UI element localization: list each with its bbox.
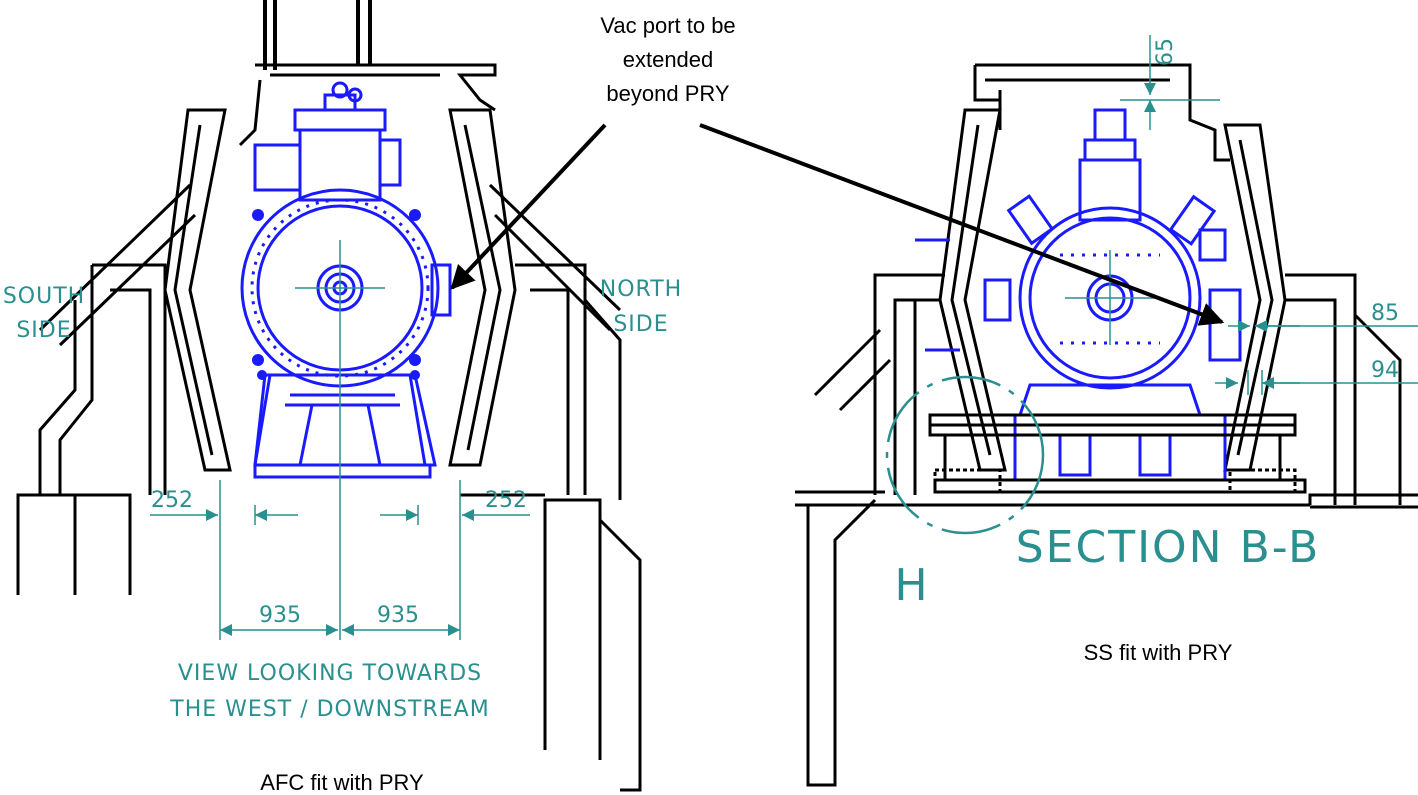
- right-yoke-top: [973, 63, 1230, 162]
- dim-top: 65: [1153, 38, 1178, 66]
- callout-arrows: [450, 123, 1225, 326]
- left-support-south: [16, 263, 167, 595]
- south-side-label-1: SOUTH: [3, 284, 85, 309]
- right-support-north: [1285, 273, 1402, 505]
- view-caption-line-2: THE WEST / DOWNSTREAM: [169, 697, 489, 722]
- dim-half-left: 935: [259, 603, 301, 628]
- left-dimensions: [150, 480, 530, 640]
- north-side-label-2: SIDE: [613, 312, 668, 337]
- afc-cryostat: [240, 81, 452, 479]
- right-yoke-north-plate: [1223, 123, 1287, 472]
- right-centerlines: [1065, 250, 1155, 345]
- left-yoke-north-plate: [448, 108, 517, 467]
- left-view: [16, 0, 642, 792]
- right-floor: [795, 490, 1418, 787]
- dim-mid: 85: [1371, 301, 1399, 326]
- afc-bolts: [252, 209, 421, 380]
- left-yoke-south-plate: [163, 108, 232, 472]
- afc-caption: AFC fit with PRY: [260, 770, 424, 795]
- south-side-label-2: SIDE: [16, 318, 71, 343]
- detail-circle-h: [885, 375, 1045, 535]
- detail-label: H: [894, 560, 929, 611]
- dim-low: 94: [1371, 358, 1399, 383]
- dim-gap-right: 252: [485, 488, 527, 513]
- left-top-rods: [263, 0, 372, 70]
- right-support-south: [813, 273, 945, 495]
- right-dimensions: [1120, 35, 1418, 395]
- view-caption-line-1: VIEW LOOKING TOWARDS: [178, 661, 482, 686]
- left-centerlines: [295, 240, 385, 640]
- north-side-label-1: NORTH: [600, 277, 682, 302]
- dim-gap-left: 252: [151, 488, 193, 513]
- annotation-line-1: Vac port to be: [600, 13, 735, 38]
- callout-arrow-afc: [450, 123, 607, 290]
- annotation-line-3: beyond PRY: [606, 81, 729, 106]
- ss-cradle: [928, 413, 1307, 494]
- right-yoke-south-plate: [938, 108, 1007, 472]
- section-title: SECTION B-B: [1016, 522, 1321, 573]
- right-view: [795, 35, 1418, 787]
- ss-caption: SS fit with PRY: [1084, 640, 1233, 665]
- callout-arrow-ss: [699, 123, 1225, 326]
- dim-half-right: 935: [377, 603, 419, 628]
- left-struts: [38, 183, 622, 347]
- annotation-line-2: extended: [623, 47, 714, 72]
- left-yoke-top: [238, 63, 497, 147]
